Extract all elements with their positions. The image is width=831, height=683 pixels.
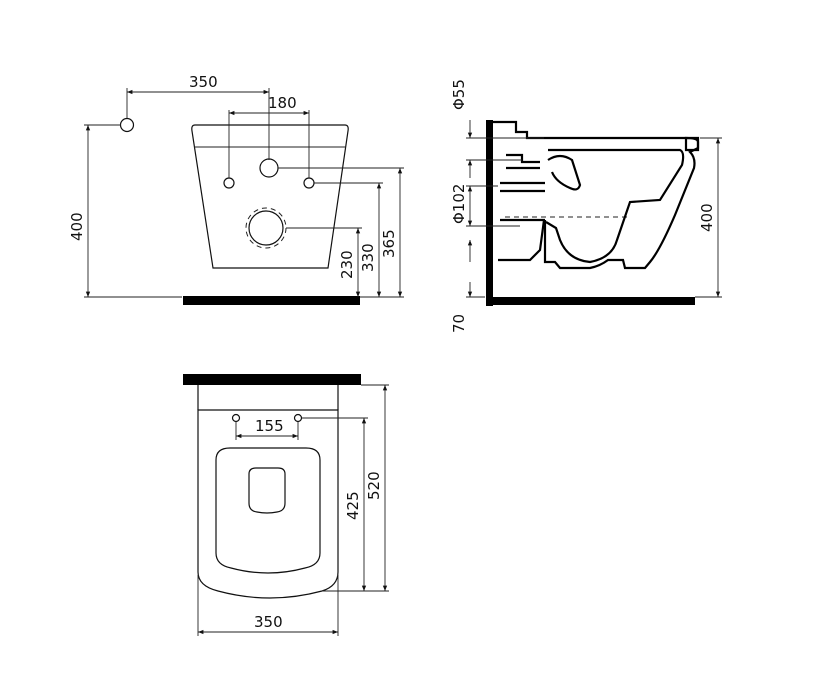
dim-label-400-side: 400 (698, 203, 716, 232)
wall-bracket (493, 120, 544, 140)
dim-label-425: 425 (344, 491, 362, 520)
dim-label-520: 520 (365, 471, 383, 500)
flush-inlet (259, 158, 279, 178)
dim-label-55: Φ55 (450, 79, 468, 110)
dim-label-400-front: 400 (68, 212, 86, 241)
dim-label-350-top: 350 (189, 73, 218, 91)
inlet-spigot (506, 153, 540, 170)
dim-label-365: 365 (380, 229, 398, 258)
dim-label-180: 180 (268, 94, 297, 112)
front-floor-slab (183, 296, 360, 305)
side-bowl-inner (545, 148, 685, 264)
top-bowl-outline (197, 409, 339, 599)
waste-outlet-inner (248, 210, 284, 246)
side-floor-slab (486, 297, 695, 305)
left-bolt-hole (223, 177, 235, 189)
side-view: Φ55 Φ102 400 70 (450, 79, 722, 333)
side-wall (486, 120, 493, 306)
dim-label-350-bottom: 350 (254, 613, 283, 631)
outlet-spigot (500, 181, 545, 222)
waste-outlet (245, 207, 287, 249)
right-bolt-hole (303, 177, 315, 189)
water-inlet-pipe (119, 117, 135, 133)
dim-label-230: 230 (338, 250, 356, 279)
dim-label-102: Φ102 (450, 184, 468, 224)
dim-label-330: 330 (359, 243, 377, 272)
top-right-bolt (293, 413, 303, 423)
front-view: 350 180 400 230 330 365 (68, 73, 404, 305)
front-bowl-outline (191, 124, 349, 269)
siphon-curve (547, 154, 582, 191)
top-seat (215, 447, 321, 574)
dim-label-155: 155 (255, 417, 284, 435)
dim-label-70: 70 (450, 314, 468, 333)
top-seat-lid-handle (248, 467, 286, 514)
top-left-bolt (231, 413, 241, 423)
top-wall-slab (183, 374, 361, 385)
top-view: 155 425 520 350 (183, 374, 389, 636)
